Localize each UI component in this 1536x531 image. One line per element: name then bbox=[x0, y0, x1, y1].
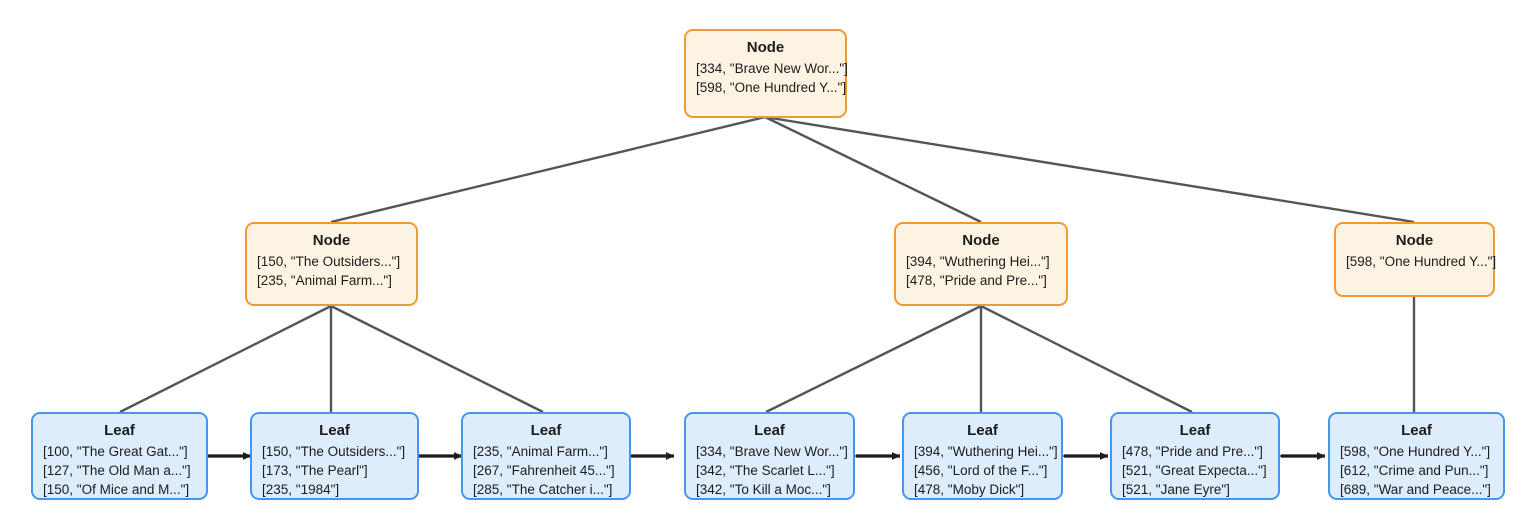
node-title: Leaf bbox=[104, 422, 135, 439]
node-entry: [127, "The Old Man a..."] bbox=[43, 463, 191, 478]
node-title: Leaf bbox=[1179, 422, 1211, 439]
node-entry: [612, "Crime and Pun..."] bbox=[1340, 463, 1489, 478]
node-entry: [598, "One Hundred Y..."] bbox=[1346, 254, 1497, 269]
tree-node-leaf-2[interactable]: Leaf [150, "The Outsiders..."] [173, "Th… bbox=[250, 412, 419, 500]
tree-node-leaf-5[interactable]: Leaf [394, "Wuthering Hei..."] [456, "Lo… bbox=[902, 412, 1063, 500]
node-title: Leaf bbox=[530, 422, 562, 439]
node-entry: [267, "Fahrenheit 45..."] bbox=[473, 463, 615, 478]
node-entry-list: [235, "Animal Farm..."] [267, "Fahrenhei… bbox=[473, 442, 619, 499]
node-entry: [521, "Great Expecta..."] bbox=[1122, 463, 1267, 478]
node-entry-list: [394, "Wuthering Hei..."] [456, "Lord of… bbox=[914, 442, 1058, 499]
node-entry-list: [478, "Pride and Pre..."] [521, "Great E… bbox=[1122, 442, 1268, 499]
node-entry: [598, "One Hundred Y..."] bbox=[696, 80, 847, 95]
node-entry-list: [150, "The Outsiders..."] [173, "The Pea… bbox=[262, 442, 407, 499]
node-entry: [478, "Pride and Pre..."] bbox=[1122, 444, 1263, 459]
tree-edges-internal-1 bbox=[119, 304, 544, 414]
node-entry-list: [150, "The Outsiders..."] [235, "Animal … bbox=[257, 252, 406, 290]
node-entry: [456, "Lord of the F..."] bbox=[914, 463, 1048, 478]
node-title: Node bbox=[1395, 232, 1434, 249]
node-title: Node bbox=[962, 232, 1000, 249]
node-entry: [235, "Animal Farm..."] bbox=[473, 444, 608, 459]
tree-node-root[interactable]: Node [334, "Brave New Wor..."] [598, "On… bbox=[684, 29, 848, 118]
tree-node-leaf-3[interactable]: Leaf [235, "Animal Farm..."] [267, "Fahr… bbox=[461, 412, 631, 500]
node-entry-list: [598, "One Hundred Y..."] bbox=[1346, 252, 1496, 271]
node-entry-list: [334, "Brave New Wor..."] [342, "The Sca… bbox=[696, 442, 848, 499]
tree-node-internal-2[interactable]: Node [394, "Wuthering Hei..."] [478, "Pr… bbox=[894, 222, 1068, 306]
node-entry: [100, "The Great Gat..."] bbox=[43, 444, 188, 459]
tree-node-leaf-6[interactable]: Leaf [478, "Pride and Pre..."] [521, "Gr… bbox=[1110, 412, 1280, 500]
node-entry: [235, "1984"] bbox=[262, 482, 340, 497]
node-entry: [342, "The Scarlet L..."] bbox=[696, 463, 835, 478]
node-entry: [521, "Jane Eyre"] bbox=[1122, 482, 1230, 497]
node-title: Leaf bbox=[754, 422, 785, 439]
node-entry-list: [100, "The Great Gat..."] [127, "The Old… bbox=[43, 442, 196, 499]
edge-internal-1-to-leaf-3 bbox=[330, 304, 544, 414]
node-entry: [478, "Moby Dick"] bbox=[914, 482, 1025, 497]
edge-internal-2-to-leaf-4 bbox=[765, 304, 982, 414]
node-entry-list: [334, "Brave New Wor..."] [598, "One Hun… bbox=[696, 59, 848, 97]
node-entry: [394, "Wuthering Hei..."] bbox=[914, 444, 1058, 459]
tree-edges-internal-2 bbox=[765, 304, 1193, 414]
node-title: Leaf bbox=[1401, 422, 1432, 439]
edge-internal-1-to-leaf-1 bbox=[119, 304, 332, 414]
tree-node-leaf-1[interactable]: Leaf [100, "The Great Gat..."] [127, "Th… bbox=[31, 412, 208, 500]
edge-root-to-internal-2 bbox=[764, 115, 982, 224]
node-entry-list: [394, "Wuthering Hei..."] [478, "Pride a… bbox=[906, 252, 1056, 290]
node-entry: [150, "The Outsiders..."] bbox=[257, 254, 401, 269]
node-entry: [235, "Animal Farm..."] bbox=[257, 273, 392, 288]
node-entry: [689, "War and Peace..."] bbox=[1340, 482, 1491, 497]
node-title: Leaf bbox=[319, 422, 350, 439]
node-entry: [478, "Pride and Pre..."] bbox=[906, 273, 1047, 288]
node-entry: [285, "The Catcher i..."] bbox=[473, 482, 613, 497]
tree-node-internal-1[interactable]: Node [150, "The Outsiders..."] [235, "An… bbox=[245, 222, 418, 306]
node-entry: [334, "Brave New Wor..."] bbox=[696, 444, 848, 459]
node-title: Node bbox=[746, 39, 785, 56]
node-title: Node bbox=[312, 232, 351, 249]
tree-node-leaf-4[interactable]: Leaf [334, "Brave New Wor..."] [342, "Th… bbox=[684, 412, 855, 500]
tree-edges-root bbox=[330, 115, 1415, 224]
edge-root-to-internal-1 bbox=[330, 115, 766, 224]
tree-node-leaf-7[interactable]: Leaf [598, "One Hundred Y..."] [612, "Cr… bbox=[1328, 412, 1505, 500]
tree-node-internal-3[interactable]: Node [598, "One Hundred Y..."] bbox=[1334, 222, 1496, 297]
node-title: Leaf bbox=[967, 422, 998, 439]
node-entry: [598, "One Hundred Y..."] bbox=[1340, 444, 1491, 459]
node-entry-list: [598, "One Hundred Y..."] [612, "Crime a… bbox=[1340, 442, 1493, 499]
node-entry: [342, "To Kill a Moc..."] bbox=[696, 482, 831, 497]
node-entry: [150, "Of Mice and M..."] bbox=[43, 482, 190, 497]
edge-root-to-internal-3 bbox=[764, 115, 1415, 224]
node-entry: [150, "The Outsiders..."] bbox=[262, 444, 406, 459]
node-entry: [394, "Wuthering Hei..."] bbox=[906, 254, 1050, 269]
edge-internal-2-to-leaf-6 bbox=[980, 304, 1193, 414]
node-entry: [173, "The Pearl"] bbox=[262, 463, 368, 478]
node-entry: [334, "Brave New Wor..."] bbox=[696, 61, 848, 76]
